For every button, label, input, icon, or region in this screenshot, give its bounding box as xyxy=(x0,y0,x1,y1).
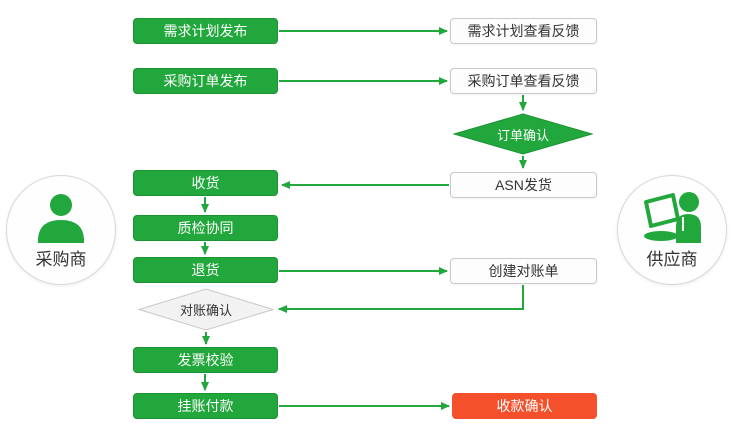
node-label: ASN发货 xyxy=(495,177,552,193)
actor-label: 供应商 xyxy=(646,250,698,269)
diamond-shape xyxy=(137,288,275,331)
actor-supplier: 供应商 xyxy=(617,175,727,285)
node-label: 对账确认 xyxy=(179,303,232,318)
node-quality-inspection: 质检协同 xyxy=(133,215,278,241)
node-label: 需求计划发布 xyxy=(163,23,248,39)
actor-label: 采购商 xyxy=(35,250,87,269)
node-label: 收货 xyxy=(191,175,220,191)
supplier-person-laptop-icon xyxy=(644,192,701,243)
node-receive-goods: 收货 xyxy=(133,170,278,196)
node-create-statement: 创建对账单 xyxy=(450,258,597,284)
node-label: 采购订单查看反馈 xyxy=(467,73,580,89)
actor-buyer: 采购商 xyxy=(6,175,116,285)
node-po-feedback: 采购订单查看反馈 xyxy=(450,68,597,94)
node-po-publish: 采购订单发布 xyxy=(133,68,278,94)
node-receipt-confirm: 收款确认 xyxy=(452,393,597,419)
node-order-confirm-diamond: 订单确认 xyxy=(452,113,594,155)
node-asn-shipment: ASN发货 xyxy=(450,172,597,198)
node-demand-plan-publish: 需求计划发布 xyxy=(133,18,278,44)
node-statement-confirm-diamond: 对账确认 xyxy=(137,288,275,331)
node-invoice-check: 发票校验 xyxy=(133,347,278,373)
node-payment-on-account: 挂账付款 xyxy=(133,393,278,419)
buyer-person-icon xyxy=(38,194,84,243)
node-label: 收款确认 xyxy=(496,398,553,414)
node-label: 需求计划查看反馈 xyxy=(467,23,580,39)
node-label: 采购订单发布 xyxy=(163,73,248,89)
node-demand-plan-feedback: 需求计划查看反馈 xyxy=(450,18,597,44)
node-return-goods: 退货 xyxy=(133,257,278,283)
node-label: 创建对账单 xyxy=(488,263,559,279)
diamond-shape xyxy=(452,113,594,155)
node-label: 挂账付款 xyxy=(177,398,234,414)
node-label: 发票校验 xyxy=(177,352,234,368)
node-label: 退货 xyxy=(191,262,220,278)
node-label: 订单确认 xyxy=(496,127,549,143)
node-label: 质检协同 xyxy=(177,220,234,236)
